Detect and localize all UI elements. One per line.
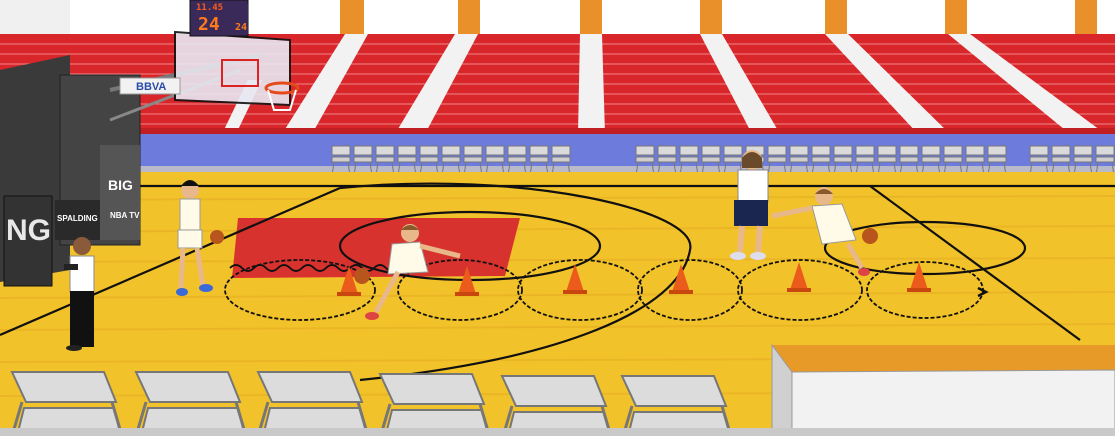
front-chair: [502, 376, 612, 436]
backboard: [175, 32, 290, 105]
nba-tv-text: NBA TV: [110, 211, 140, 220]
shot-clock: 24: [198, 14, 220, 35]
shot-clock-right: 24: [235, 22, 247, 33]
side-platform: [772, 345, 1115, 372]
big-text: BIG: [108, 177, 133, 193]
ng-text: NG: [6, 214, 51, 247]
bbva-text: BBVA: [136, 81, 166, 93]
spalding-text: SPALDING: [57, 214, 98, 223]
bottom-strip: [0, 428, 1115, 436]
game-clock: 11.45: [196, 3, 223, 13]
front-chair: [380, 374, 490, 436]
scoreboard: 11.45 24 24: [190, 0, 248, 36]
front-chair: [622, 376, 732, 436]
